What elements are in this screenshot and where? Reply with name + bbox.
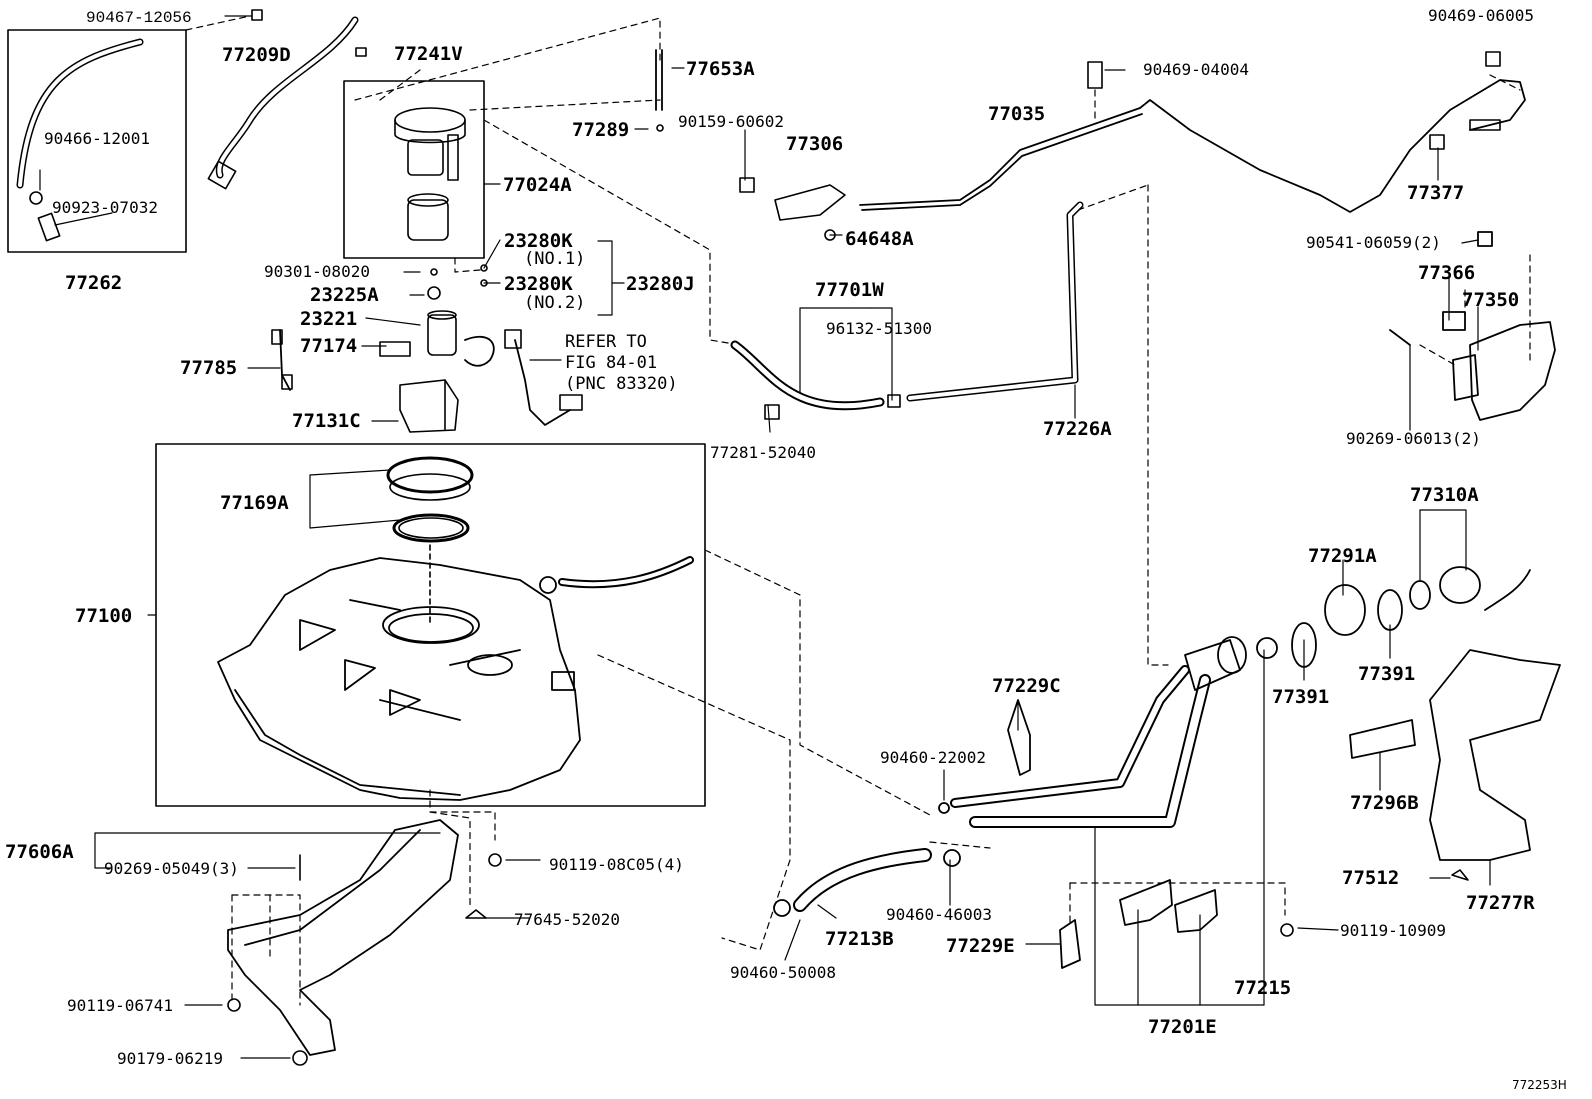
label-90119-08c05[interactable]: 90119-08C05(4)	[549, 855, 684, 874]
label-64648a[interactable]: 64648A	[845, 228, 914, 250]
label-23280k-no1-sub: (NO.1)	[524, 249, 586, 269]
fuel-door	[1389, 231, 1556, 421]
label-77701w[interactable]: 77701W	[815, 279, 884, 301]
label-77262[interactable]: 77262	[65, 272, 123, 294]
label-77289[interactable]: 77289	[572, 119, 630, 141]
fasteners	[29, 9, 1501, 1066]
label-90923-07032[interactable]: 90923-07032	[52, 198, 158, 217]
label-77296b[interactable]: 77296B	[1350, 792, 1419, 814]
label-77169a[interactable]: 77169A	[220, 492, 289, 514]
label-77785[interactable]: 77785	[180, 357, 238, 379]
label-refer-to: REFER TO	[565, 332, 647, 352]
label-90467-12056[interactable]: 90467-12056	[86, 9, 192, 27]
label-90460-22002[interactable]: 90460-22002	[880, 748, 986, 767]
label-90301-08020[interactable]: 90301-08020	[264, 262, 370, 281]
label-77209d[interactable]: 77209D	[222, 44, 291, 66]
label-77291a[interactable]: 77291A	[1308, 545, 1377, 567]
label-77391-b[interactable]: 77391	[1358, 663, 1416, 685]
label-77024a[interactable]: 77024A	[503, 174, 572, 196]
label-77277r[interactable]: 77277R	[1466, 892, 1535, 914]
fuel-pump-assembly	[394, 107, 488, 433]
label-77229e[interactable]: 77229E	[946, 935, 1015, 957]
label-90541-06059[interactable]: 90541-06059(2)	[1306, 233, 1441, 252]
label-77306[interactable]: 77306	[786, 133, 844, 155]
label-90460-50008[interactable]: 90460-50008	[730, 963, 836, 982]
label-77310a[interactable]: 77310A	[1410, 484, 1479, 506]
dashed-leaders	[185, 15, 1531, 1006]
label-90469-06005[interactable]: 90469-06005	[1428, 6, 1534, 25]
thin-lines	[279, 49, 1531, 611]
label-77606a[interactable]: 77606A	[5, 841, 74, 863]
box-77024A	[343, 80, 485, 259]
label-77226a[interactable]: 77226A	[1043, 418, 1112, 440]
label-90269-05049[interactable]: 90269-05049(3)	[104, 859, 239, 878]
label-23280k-no2[interactable]: 23280K	[504, 273, 573, 295]
label-77100[interactable]: 77100	[75, 605, 133, 627]
label-90159-60602[interactable]: 90159-60602	[678, 112, 784, 131]
label-77512[interactable]: 77512	[1342, 867, 1400, 889]
label-77377[interactable]: 77377	[1407, 182, 1465, 204]
part-labels: 90467-12056	[86, 9, 192, 27]
label-77174[interactable]: 77174	[300, 335, 358, 357]
label-refer-pnc: (PNC 83320)	[565, 374, 678, 394]
label-77215[interactable]: 77215	[1234, 977, 1292, 999]
label-23280k-no2-sub: (NO.2)	[524, 293, 586, 313]
label-77035[interactable]: 77035	[988, 103, 1046, 125]
label-90469-04004[interactable]: 90469-04004	[1143, 60, 1249, 79]
label-23225a[interactable]: 23225A	[310, 284, 379, 306]
label-77281-52040[interactable]: 77281-52040	[710, 443, 816, 462]
label-77391-a[interactable]: 77391	[1272, 686, 1330, 708]
label-77229c[interactable]: 77229C	[992, 675, 1061, 697]
label-77213b[interactable]: 77213B	[825, 928, 894, 950]
label-77366[interactable]: 77366	[1418, 262, 1476, 284]
label-23280k-no1[interactable]: 23280K	[504, 230, 573, 252]
label-90119-10909[interactable]: 90119-10909	[1340, 921, 1446, 940]
label-77201e[interactable]: 77201E	[1148, 1016, 1217, 1038]
filler-neck	[773, 566, 1561, 969]
fuel-tank	[217, 557, 581, 801]
solid-leaders	[39, 15, 1491, 1059]
label-77645-52020[interactable]: 77645-52020	[514, 910, 620, 929]
label-77653a[interactable]: 77653A	[686, 58, 755, 80]
label-90179-06219[interactable]: 90179-06219	[117, 1049, 223, 1068]
label-23280j[interactable]: 23280J	[626, 273, 695, 295]
tank-protector	[227, 819, 459, 1056]
pipes	[16, 16, 1211, 912]
label-77131c[interactable]: 77131C	[292, 410, 361, 432]
label-90119-06741[interactable]: 90119-06741	[67, 996, 173, 1015]
label-90466-12001[interactable]: 90466-12001	[44, 129, 150, 148]
label-refer-fig[interactable]: FIG 84-01	[565, 353, 658, 373]
label-90269-06013[interactable]: 90269-06013(2)	[1346, 429, 1481, 448]
label-23221[interactable]: 23221	[300, 308, 358, 330]
label-90460-46003[interactable]: 90460-46003	[886, 905, 992, 924]
label-77350[interactable]: 77350	[1462, 289, 1520, 311]
figure-id: 772253H	[1512, 1078, 1567, 1092]
label-96132-51300[interactable]: 96132-51300	[826, 319, 932, 338]
label-77241v[interactable]: 77241V	[394, 43, 463, 65]
lock-ring-gasket	[386, 456, 474, 626]
box-77262	[7, 29, 187, 253]
